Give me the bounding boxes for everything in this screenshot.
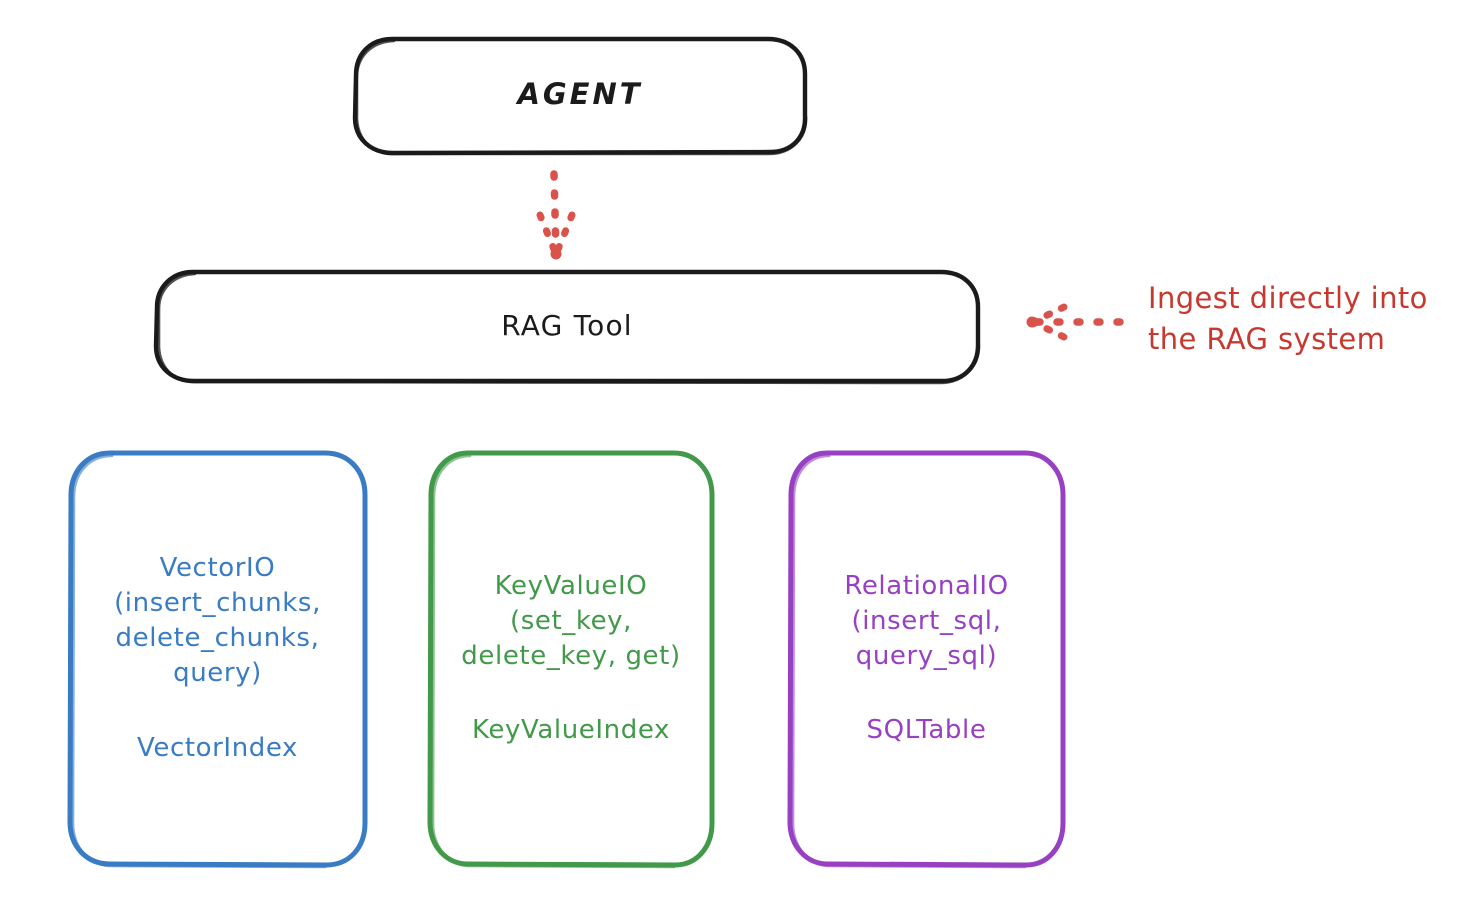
agent-box-outline	[352, 36, 808, 156]
ingest-to-rag-tool-arrow	[1026, 303, 1124, 341]
vector-io-box-sketch-overlay	[71, 454, 327, 869]
key-value-io-box-sketch-overlay	[431, 454, 676, 869]
agent-box-sketch-overlay	[355, 39, 808, 156]
key-value-io-node[interactable]	[427, 450, 715, 869]
agent-arrow-shaft	[550, 170, 560, 256]
agent-arrow-head-right	[553, 211, 576, 256]
relational-io-box-sketch-overlay	[791, 454, 1027, 869]
agent-arrow-head-left	[536, 211, 559, 256]
relational-io-node[interactable]	[787, 450, 1066, 869]
rag-tool-node[interactable]	[153, 269, 981, 385]
ingest-arrow-tip	[1026, 316, 1038, 328]
rag-tool-box-sketch-overlay	[157, 272, 981, 385]
ingest-arrow-head-bottom	[1031, 319, 1068, 341]
vector-io-box-outline	[67, 450, 368, 868]
vector-io-node[interactable]	[67, 450, 368, 869]
key-value-io-box-outline	[427, 450, 715, 868]
rag-tool-box-outline	[153, 269, 981, 384]
agent-node[interactable]	[352, 36, 808, 156]
relational-io-box-outline	[787, 450, 1066, 868]
agent-arrow-tip	[550, 248, 562, 260]
agent-to-rag-tool-arrow	[536, 170, 576, 260]
ingest-arrow-head-top	[1031, 303, 1068, 325]
